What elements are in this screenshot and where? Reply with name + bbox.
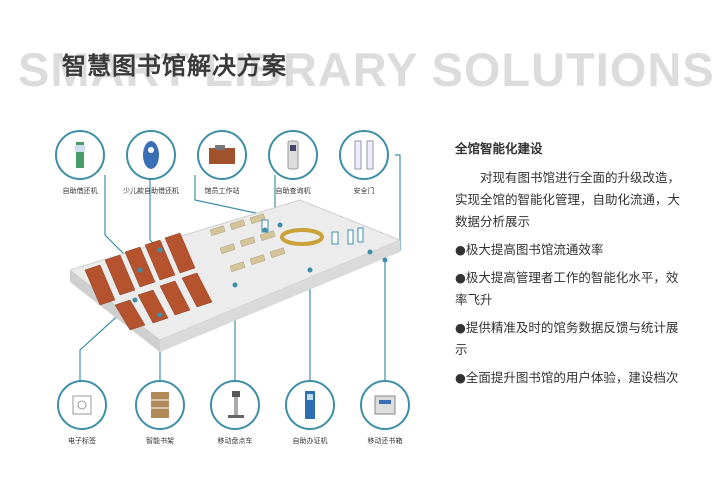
bullet-item: ●极大提高图书馆流通效率 <box>455 242 604 257</box>
reading-desks <box>209 213 286 272</box>
floor-plan-illustration <box>68 154 402 405</box>
device-label: 馆员工作站 <box>204 187 240 195</box>
page-title: 智慧图书馆解决方案 <box>62 52 287 80</box>
device-label: 智能书架 <box>146 437 174 445</box>
device-label: 自助办证机 <box>292 437 328 445</box>
self-query-kiosk-icon <box>268 130 318 180</box>
rfid-tag-icon <box>57 380 107 430</box>
device-label: 移动还书箱 <box>367 437 403 445</box>
solution-description-panel: 全馆智能化建设 对现有图书馆进行全面的升级改造，实现全馆的智能化管理，自助化流通… <box>455 138 685 395</box>
panel-intro: 对现有图书馆进行全面的升级改造，实现全馆的智能化管理，自助化流通，大数据分析展示 <box>455 170 681 229</box>
bullet-item: ●提供精准及时的馆务数据反馈与统计展示 <box>455 320 679 357</box>
device-label: 少儿款自助借还机 <box>123 187 179 195</box>
background-watermark-text: SMART LIBRARY SOLUTIONS <box>18 43 715 96</box>
bullet-item: ●全面提升图书馆的用户体验，建设档次 <box>455 370 679 385</box>
kids-checkout-kiosk-icon <box>126 130 176 180</box>
bullet-item: ●极大提高管理者工作的智能化水平，效率飞升 <box>455 270 679 307</box>
device-label: 自助查询机 <box>275 187 311 195</box>
security-gate-icon <box>339 130 389 180</box>
device-label: 电子标签 <box>68 437 96 445</box>
inventory-cart-icon <box>210 380 260 430</box>
device-label: 安全门 <box>353 187 375 195</box>
mobile-return-box-icon <box>360 380 410 430</box>
device-label: 移动盘点车 <box>217 437 253 445</box>
panel-heading: 全馆智能化建设 <box>455 141 543 156</box>
library-diagram: 自助借还机 少儿款自助借还机 馆员工作站 自助查询机 安全门 电子标签 智能书架… <box>40 120 440 460</box>
card-issuing-kiosk-icon <box>285 380 335 430</box>
smart-bookshelf-icon <box>135 380 185 430</box>
device-label: 自助借还机 <box>62 187 98 195</box>
self-checkout-kiosk-icon <box>55 130 105 180</box>
bookshelf-block <box>84 232 213 331</box>
librarian-workstation-icon <box>197 130 247 180</box>
